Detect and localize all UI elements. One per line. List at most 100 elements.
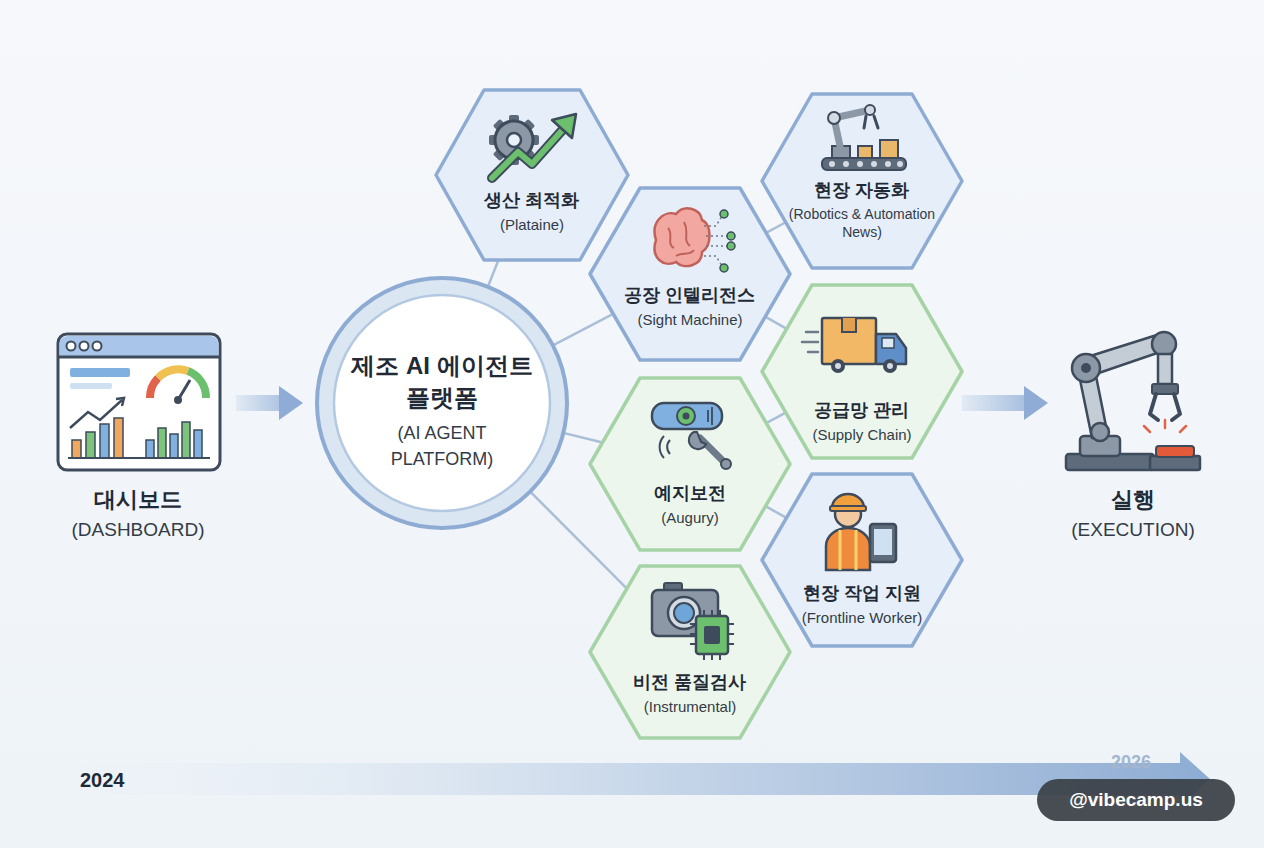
robot-arm-icon-part [1084, 334, 1166, 376]
gear-arrow-icon [489, 114, 576, 178]
dashboard-icon-part [58, 356, 220, 359]
connector-path [488, 260, 499, 287]
connector-line [765, 317, 786, 329]
brain-circuit-icon-part [655, 208, 710, 266]
connector-line [488, 260, 499, 287]
capability-hex: 예지보전(Augury) [588, 376, 792, 552]
dashboard-icon-part [178, 380, 190, 400]
capability-hex: 현장 자동화(Robotics & Automation News) [760, 92, 964, 270]
connector-path [766, 222, 786, 233]
robot-arm-icon-part [1080, 436, 1120, 456]
truck-icon-part [887, 363, 893, 369]
brain-circuit-icon-part [668, 222, 694, 256]
robot-arm-icon-part [1072, 354, 1100, 382]
dashboard-icon-part [194, 430, 202, 458]
robot-arm-icon-part [1078, 366, 1108, 438]
worker-icon-part [874, 529, 892, 555]
hex-outline [590, 566, 790, 738]
truck-icon-part [822, 318, 876, 364]
arrow-head [279, 386, 303, 420]
brain-circuit-icon-part [720, 210, 728, 218]
node-subtitle: (AI AGENT PLATFORM) [367, 420, 517, 472]
flow-arrow [962, 386, 1048, 420]
worker-icon-part [832, 494, 864, 508]
gear-arrow-icon-part-part [509, 115, 519, 165]
gear-arrow-icon-part [552, 114, 576, 138]
text-stack: 공장 인텔리전스(Sight Machine) [600, 283, 780, 330]
dashboard-icon-part [170, 434, 178, 458]
sensor-wrench-icon-part [660, 436, 670, 458]
connector-line [766, 506, 787, 518]
camera-chip-icon-part [652, 590, 718, 636]
flow-arrow [236, 386, 303, 420]
watermark: @vibecamp.us [1037, 779, 1235, 821]
timeline-band [55, 752, 1210, 806]
robot-conveyor-icon-part [871, 161, 877, 167]
node-title: 공장 인텔리전스 [600, 283, 780, 307]
truck-icon-part [883, 359, 897, 373]
text-stack: 공급망 관리(Supply Chain) [772, 398, 952, 445]
node-title: 비전 품질검사 [600, 670, 780, 694]
gear-arrow-icon-part-part [493, 119, 535, 161]
year-label: 2024 [80, 766, 150, 794]
hex-outline [762, 94, 962, 268]
dashboard-icon-part [158, 428, 166, 458]
dashboard-node: 대시보드(DASHBOARD) [40, 330, 236, 545]
robot-arm-icon-part [1158, 354, 1172, 384]
robot-conveyor-icon-part [880, 140, 898, 158]
dashboard-icon-part [174, 396, 182, 404]
camera-chip-icon-part [704, 626, 720, 644]
dashboard-icon-part [68, 457, 210, 459]
worker-icon [826, 494, 896, 570]
robot-arm-icon-part [1150, 456, 1200, 470]
dashboard-icon-part [58, 334, 220, 470]
camera-chip-icon [652, 583, 734, 660]
camera-chip-icon-part [696, 616, 728, 654]
camera-chip-icon-part [668, 597, 700, 629]
capability-hex: 공장 인텔리전스(Sight Machine) [588, 186, 792, 362]
node-title: 현장 자동화 [787, 178, 937, 202]
brain-circuit-icon-part [704, 216, 728, 266]
connector-path [553, 314, 613, 345]
robot-conveyor-icon-part [829, 161, 835, 167]
brain-circuit-icon [655, 208, 735, 272]
truck-icon-part [831, 359, 845, 373]
gear-arrow-icon-part [492, 126, 566, 178]
capability-hex: 현장 작업 지원(Frontline Worker) [760, 472, 964, 648]
capability-hex: 비전 품질검사 (Instrumental) [588, 564, 792, 740]
robot-conveyor-icon-part [858, 146, 872, 158]
hex-outline [762, 474, 962, 646]
robot-arm-icon-part [1144, 420, 1186, 432]
robot-conveyor-icon-part [897, 161, 903, 167]
gear-arrow-icon-part-part [507, 133, 521, 147]
inner-disc [334, 295, 550, 511]
node-subtitle: (DASHBOARD) [40, 515, 236, 545]
node-subtitle: (Instrumental) [600, 697, 780, 717]
text-stack: 제조 AI 에이전트 플랫폼(AI AGENT PLATFORM) [351, 350, 533, 472]
dashboard-icon-part [100, 424, 109, 458]
brain-circuit-icon-part-part [706, 245, 728, 247]
robot-conveyor-icon-part [822, 158, 906, 170]
dashboard-icon-part [146, 440, 154, 458]
node-title: 예지보전 [600, 481, 780, 505]
camera-chip-icon-part [674, 603, 694, 623]
connector-line [530, 492, 627, 589]
connector-path [766, 413, 786, 424]
sensor-wrench-icon-part [652, 403, 722, 429]
capability-hex: 생산 최적화(Plataine) [434, 88, 630, 262]
text-stack: 대시보드(DASHBOARD) [40, 485, 236, 545]
watermark-badge-part [1037, 779, 1235, 821]
brain-circuit-icon-part [720, 264, 728, 272]
platform-circle: 제조 AI 에이전트 플랫폼(AI AGENT PLATFORM) [314, 275, 570, 531]
dashboard-icon-part [80, 342, 89, 351]
capability-hex: 공급망 관리(Supply Chain) [760, 283, 964, 460]
dashboard-icon-part [114, 418, 123, 458]
robot-conveyor-icon-part [828, 112, 840, 124]
node-subtitle: (Supply Chain) [772, 425, 952, 445]
truck-icon-part [802, 332, 818, 352]
worker-icon-part [826, 528, 870, 570]
text-stack: 실행(EXECUTION) [1050, 485, 1216, 545]
sensor-wrench-icon-part [683, 413, 690, 420]
